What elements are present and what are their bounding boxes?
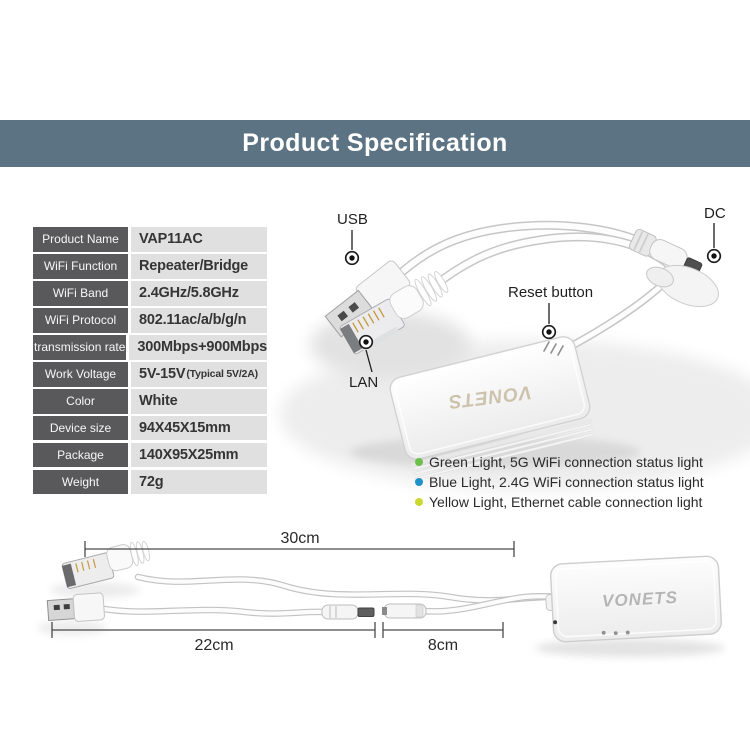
dimension-line-8cm [382, 622, 504, 638]
spec-label: transmission rate [33, 334, 127, 360]
spec-row: transmission rate 300Mbps+900Mbps [33, 334, 267, 360]
spec-label: Product Name [33, 227, 128, 252]
bottom-diagram: VONETS [37, 540, 725, 657]
spec-value: VAP11AC [131, 227, 267, 252]
spec-row: Device size 94X45X15mm [33, 415, 267, 441]
lan-callout-label: LAN [349, 374, 379, 391]
spec-label: WiFi Band [33, 280, 128, 306]
legend-text: Blue Light, 2.4G WiFi connection status … [429, 474, 704, 490]
reset-button-marks [543, 341, 564, 356]
usb-cable-bottom [100, 605, 328, 617]
dimension-line-22cm [51, 622, 376, 638]
spec-label: Package [33, 442, 128, 468]
dimension-lines [51, 541, 515, 638]
spec-row: Color White [33, 388, 267, 414]
dc-marker-icon [706, 248, 722, 264]
spec-label: Color [33, 388, 128, 414]
spec-row: Work Voltage 5V-15V (Typical 5V/2A) [33, 361, 267, 387]
yellow-light-icon [415, 498, 423, 506]
spec-value: Repeater/Bridge [131, 253, 267, 279]
spec-label: WiFi Function [33, 253, 128, 279]
dim-label-dc-cable: 8cm [427, 637, 459, 654]
spec-value-note: (Typical 5V/2A) [186, 368, 258, 381]
device-bottom: VONETS [545, 555, 723, 643]
spec-value: 5V-15V (Typical 5V/2A) [131, 361, 267, 387]
spec-row: Product Name VAP11AC [33, 227, 267, 252]
spec-value: 94X45X15mm [131, 415, 267, 441]
rj45-connector-top [339, 271, 449, 355]
spec-row: WiFi Function Repeater/Bridge [33, 253, 267, 279]
dc-cable-top [562, 281, 666, 353]
reset-marker-icon [541, 324, 557, 340]
blue-light-icon [415, 478, 423, 486]
spec-label: Device size [33, 415, 128, 441]
dc-jack-bottom [382, 603, 427, 619]
status-light-legend: Green Light, 5G WiFi connection status l… [415, 452, 704, 512]
rj45-connector-bottom [61, 540, 151, 590]
lan-marker-icon [358, 334, 374, 350]
dim-label-usb-cable: 22cm [194, 637, 234, 654]
usb-callout-label: USB [337, 211, 368, 228]
spec-value: 300Mbps+900Mbps [129, 334, 267, 360]
dc-callout-label: DC [704, 205, 726, 222]
legend-item: Blue Light, 2.4G WiFi connection status … [415, 472, 704, 492]
legend-item: Yellow Light, Ethernet cable connection … [415, 492, 704, 512]
header-bar: Product Specification [0, 120, 750, 167]
spec-row: Package 140X95X25mm [33, 442, 267, 468]
spec-row: WiFi Band 2.4GHz/5.8GHz [33, 280, 267, 306]
spec-row: WiFi Protocol 802.11ac/a/b/g/n [33, 307, 267, 333]
spec-value: 72g [131, 469, 267, 495]
page-title: Product Specification [242, 129, 508, 157]
green-light-icon [415, 458, 423, 466]
dim-label-overall: 30cm [280, 530, 320, 547]
dc-plug-icon [629, 228, 703, 274]
spec-label: WiFi Protocol [33, 307, 128, 333]
dc-plug-bottom [321, 604, 375, 620]
legend-text: Yellow Light, Ethernet cable connection … [429, 494, 703, 510]
reset-callout-label: Reset button [508, 284, 594, 301]
spec-value: 802.11ac/a/b/g/n [131, 307, 267, 333]
spec-row: Weight 72g [33, 469, 267, 495]
dc-jack-icon [646, 264, 719, 308]
spec-value: White [131, 388, 267, 414]
spec-value: 2.4GHz/5.8GHz [131, 280, 267, 306]
dimension-line-30cm [84, 541, 515, 557]
top-photo: VONETS [280, 220, 750, 490]
dc-cable-bottom [420, 593, 560, 615]
usb-marker-icon [344, 250, 360, 266]
vonets-logo-bottom: VONETS [602, 588, 679, 611]
usb-connector-bottom [46, 592, 105, 622]
spec-value: 140X95X25mm [131, 442, 267, 468]
device-top: VONETS [389, 336, 595, 480]
spec-label: Weight [33, 469, 128, 495]
callout-markers [344, 223, 722, 373]
spec-label: Work Voltage [33, 361, 128, 387]
lan-cable-bottom [134, 573, 558, 604]
legend-text: Green Light, 5G WiFi connection status l… [429, 454, 703, 470]
legend-item: Green Light, 5G WiFi connection status l… [415, 452, 704, 472]
spec-table: Product Name VAP11AC WiFi Function Repea… [33, 227, 267, 497]
